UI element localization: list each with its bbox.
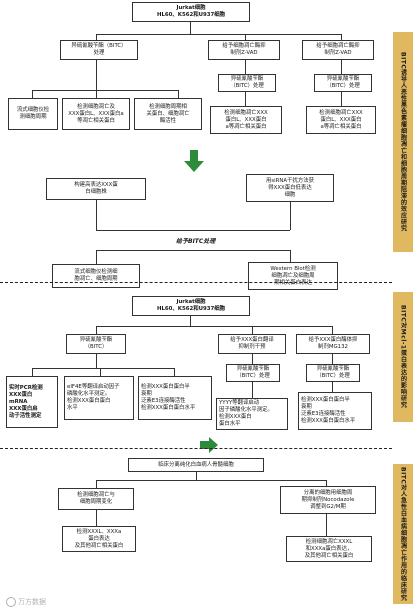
connector [96, 60, 97, 90]
connector [100, 368, 101, 376]
protein-expression-box-i: 检测细胞凋亡XXXL 和XXXa蛋白表达， 及其他凋亡相关蛋白 [286, 536, 372, 562]
section-divider [0, 282, 392, 283]
yyyy-box: YYYY等翻译启动 因子磷酸化水平测定。 检测XXX蛋白 蛋白水平 [216, 398, 288, 430]
connector [96, 200, 97, 230]
sirna-box: 用siRNA干扰方法获 得XXX蛋白低表达 细胞 [246, 174, 334, 202]
eif4e-box: eIF4E等翻译启动因子 磷酸化水平测定。 检测XXX蛋白蛋白 水平 [64, 376, 134, 420]
connector [32, 90, 33, 98]
connector [332, 382, 333, 392]
apoptosis-protein-box: 检测细胞凋亡及 XXX蛋白L、XXX蛋白a 等凋亡相关蛋白 [62, 98, 130, 130]
watermark-text: 万方数据 [18, 598, 46, 606]
cell-lines-box-2: Jurkat细胞 HL60、K562和U937细胞 [132, 296, 250, 316]
z-vad-box-1: 给予细胞凋亡酶抑 制剂Z-VAD [208, 40, 280, 60]
bitc-box-b: 异硫氰酸苄酯 （BITC）处理 [218, 74, 276, 92]
flow-apoptosis-box: 流式细胞仪检测细 胞凋亡、细胞周期 [52, 264, 140, 288]
connector [96, 354, 97, 368]
cell-lines-box-1: Jurkat细胞 HL60、K562和U937细胞 [132, 2, 250, 22]
connector [190, 22, 191, 34]
cycle-change-box: 检测细胞凋亡与 细胞周期变化 [58, 488, 134, 510]
connector [341, 60, 342, 74]
connector [245, 92, 246, 106]
connector [196, 472, 197, 480]
connector [96, 510, 97, 526]
bitc-treatment-box: 异硫氰酸苄酯（BITC） 处理 [60, 40, 138, 60]
connector [252, 382, 253, 398]
down-arrow-icon [184, 150, 204, 172]
apoptosis-box-c: 检测细胞凋亡XXX 蛋白L、XXX蛋白 a等凋亡相关蛋白 [306, 106, 376, 134]
connector [96, 326, 97, 334]
connector [341, 92, 342, 106]
side-label-2: BITC对Mcl-1蛋白表达的影响研究 [393, 292, 413, 422]
connector [341, 34, 342, 40]
connector [96, 34, 97, 40]
half-life-box-e: 检测XXX蛋白蛋白半 衰期 泛素E3连接酶活性 检测XXX蛋白蛋白水平 [138, 376, 212, 420]
connector [96, 480, 326, 481]
mg132-box: 给予XXX蛋白酶体抑 制剂MG132 [296, 334, 370, 354]
connector [96, 34, 341, 35]
protein-expression-box-h: 检测XXXL、XXXa 蛋白表达 及其他凋亡相关蛋白 [62, 526, 136, 552]
connector [32, 368, 174, 369]
z-vad-box-2: 给予细胞凋亡酶抑 制剂Z-VAD [302, 40, 374, 60]
pcr-box: 实时PCR检测 XXX蛋白 mRNA XXX蛋白启 动子活性测定 [6, 376, 58, 428]
connector [96, 90, 97, 98]
connector [190, 316, 191, 326]
translation-inhibitor-box: 给予XXX蛋白翻译 抑制剂干预 [218, 334, 286, 354]
side-label-1: BITC诱导人恶性黑色素瘤细胞凋亡和细胞周期阻滞的效应研究 [393, 32, 413, 252]
bitc-box-c: 异硫氰酸苄酯 （BITC）处理 [314, 74, 372, 92]
connector [252, 326, 253, 334]
connector [96, 250, 97, 264]
connector [245, 60, 246, 74]
connector [174, 368, 175, 376]
connector [32, 368, 33, 376]
half-life-box-g: 检测XXX蛋白蛋白半 衰期 泛素E3连接酶活性 检测XXX蛋白蛋白水平 [298, 392, 372, 430]
connector [326, 514, 327, 536]
down-arrow-icon [200, 437, 218, 453]
connector [96, 480, 97, 488]
bitc-treatment-label: 给予BITC处理 [176, 238, 216, 245]
watermark: 万方数据 [6, 597, 46, 607]
cell-cycle-flow-box: 流式细胞仪检 测细胞周期 [8, 98, 58, 130]
connector [96, 250, 290, 251]
connector [290, 250, 291, 264]
connector [96, 230, 290, 231]
bitc-box-f: 异硫氰酸苄酯 （BITC）处理 [226, 364, 280, 382]
clinical-sample-box: 临床分离纯化白血病人骨髓细胞 [128, 458, 264, 472]
connector [332, 326, 333, 334]
nocodazole-box: 分离的细胞用细胞周 期抑制剂Nocodazole 调整到G2/M期 [280, 486, 376, 514]
high-expression-box: 构建高表达XXX蛋 白细胞株 [46, 178, 146, 200]
connector [252, 354, 253, 364]
watermark-logo-icon [6, 597, 16, 607]
side-label-3: BITC对人急性白血病细胞凋亡作用的临床研究 [393, 464, 413, 604]
connector [96, 326, 332, 327]
western-blot-box: Western Blot检测 细胞凋亡及细胞周 期相关蛋白表达 [248, 262, 338, 290]
connector [178, 90, 179, 98]
connector [245, 34, 246, 40]
cycle-protein-box: 检测细胞周期相 关蛋白、细胞凋亡 酶活性 [134, 98, 202, 130]
bitc-box-e: 异硫氰酸苄酯 （BITC） [66, 334, 126, 354]
section-divider [0, 448, 392, 449]
connector [332, 354, 333, 364]
connector [326, 480, 327, 488]
connector [290, 202, 291, 230]
connector [32, 90, 178, 91]
bitc-box-g: 异硫氰酸苄酯 （BITC）处理 [306, 364, 360, 382]
apoptosis-box-b: 检测细胞凋亡XXX 蛋白L、XXX蛋白 a等凋亡相关蛋白 [210, 106, 282, 134]
